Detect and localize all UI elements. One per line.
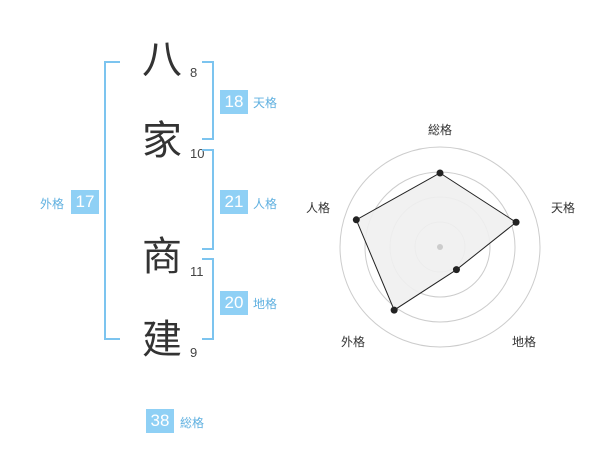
radar-label-gaikaku: 外格 bbox=[341, 334, 365, 349]
tenkaku-value-badge: 18 bbox=[220, 90, 248, 114]
radar-label-tenkaku: 天格 bbox=[551, 200, 575, 215]
chikaku-label: 地格 bbox=[253, 297, 278, 311]
name-char-4: 建 bbox=[142, 317, 182, 363]
jinkaku-label: 人格 bbox=[253, 197, 278, 211]
chikaku-bracket bbox=[202, 258, 214, 340]
tenkaku-bracket bbox=[202, 61, 214, 140]
name-char-3: 商 bbox=[142, 234, 182, 280]
name-char-2: 家 bbox=[142, 118, 182, 164]
stroke-count-3: 11 bbox=[190, 264, 204, 279]
gaikaku-label: 外格 bbox=[40, 197, 65, 211]
jinkaku-bracket bbox=[202, 149, 214, 250]
jinkaku-value-badge: 21 bbox=[220, 190, 248, 214]
stroke-count-4: 9 bbox=[190, 345, 198, 360]
soukaku-value-badge: 38 bbox=[146, 409, 174, 433]
radar-point-5 bbox=[352, 216, 360, 224]
gaikaku-bracket bbox=[104, 61, 120, 340]
name-char-1: 八 bbox=[142, 37, 182, 83]
radar-point-1 bbox=[436, 169, 444, 177]
radar-point-4 bbox=[390, 306, 398, 314]
gaikaku-value-badge: 17 bbox=[71, 190, 99, 214]
radar-label-jinkaku: 人格 bbox=[306, 200, 330, 215]
radar-label-soukaku: 総格 bbox=[428, 122, 452, 137]
chikaku-value-badge: 20 bbox=[220, 291, 248, 315]
tenkaku-label: 天格 bbox=[253, 96, 278, 110]
stroke-count-1: 8 bbox=[190, 65, 198, 80]
radar-point-2 bbox=[512, 218, 520, 226]
soukaku-label: 総格 bbox=[180, 416, 205, 430]
radar-point-3 bbox=[452, 266, 460, 274]
stroke-count-2: 10 bbox=[190, 146, 205, 161]
radar-label-chikaku: 地格 bbox=[512, 334, 536, 349]
radar-points bbox=[352, 169, 520, 314]
radar-center-dot bbox=[437, 244, 443, 250]
radar-value-polygon bbox=[355, 172, 517, 311]
